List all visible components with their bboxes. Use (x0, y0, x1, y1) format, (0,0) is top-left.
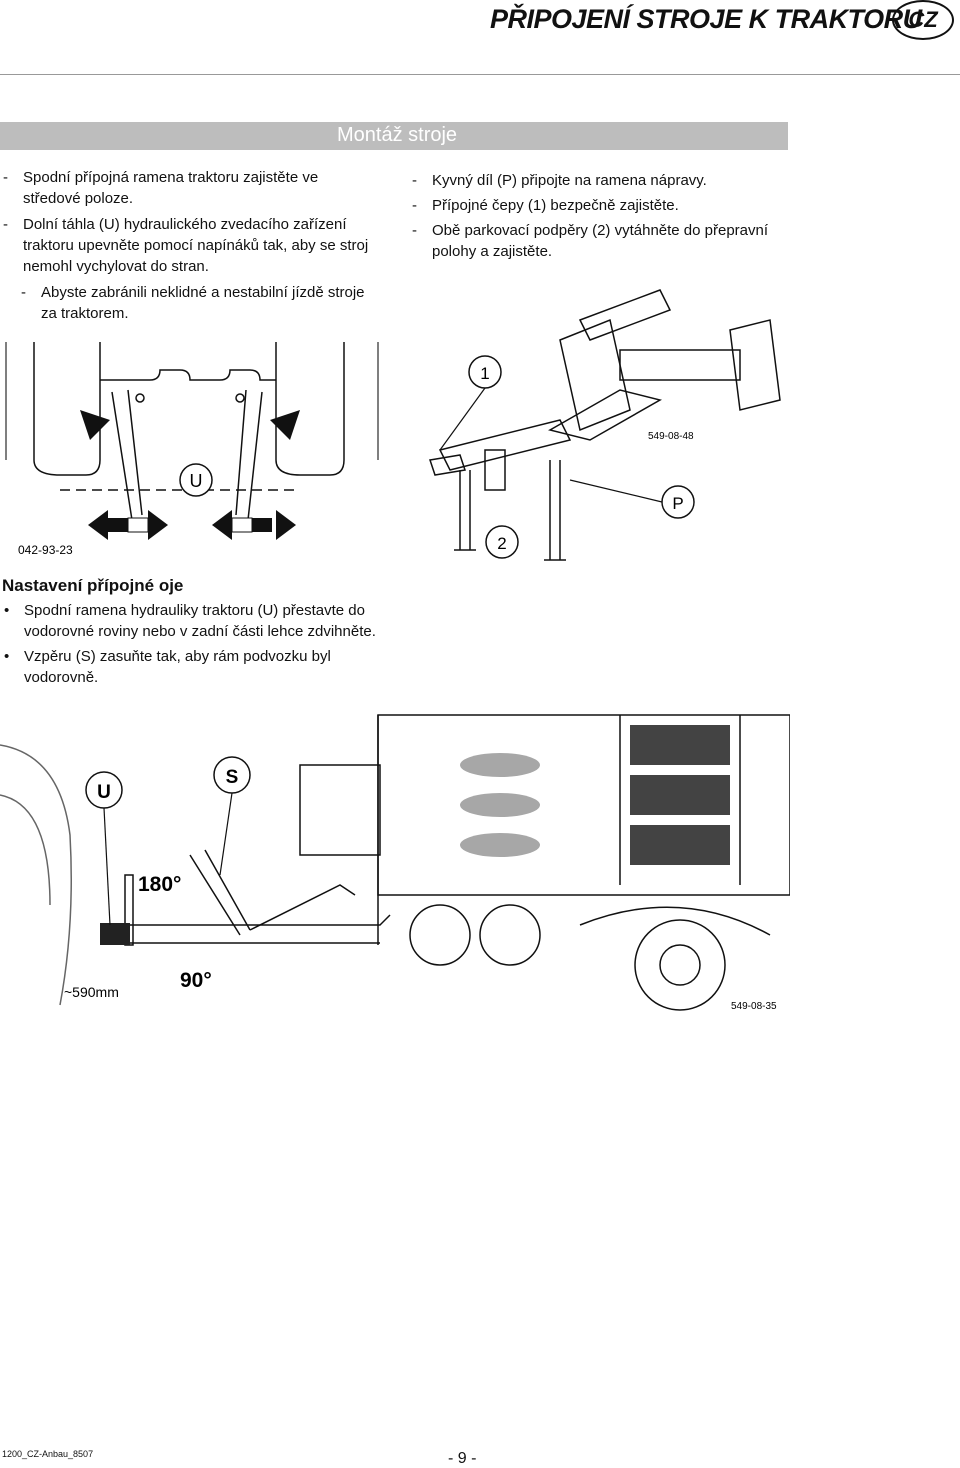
right-item: -Přípojné čepy (1) bezpečně zajistěte. (412, 197, 679, 214)
bullet-list: •Spodní ramena hydrauliky traktoru (U) p… (2, 600, 380, 692)
label-u: U (97, 782, 111, 803)
distance-label: ~590mm (64, 984, 119, 1000)
figure-machine-side-view: U S 180° 90° ~590mm 549-08-35 (0, 714, 790, 1012)
right-instructions: -Kyvný díl (P) připojte na ramena náprav… (412, 170, 790, 267)
figure-code: 042-93-23 (18, 543, 73, 557)
figure-tractor-links: U 042-93-23 (5, 342, 379, 557)
header-divider (0, 74, 960, 75)
angle-180: 180° (138, 873, 181, 896)
page-header-title: PŘIPOJENÍ STROJE K TRAKTORU (490, 4, 922, 34)
label-s: S (226, 767, 239, 788)
label-u: U (190, 471, 203, 491)
bullet-item: •Spodní ramena hydrauliky traktoru (U) p… (4, 602, 376, 640)
section-title: Montáž stroje (337, 124, 458, 146)
angle-90: 90° (180, 969, 212, 992)
right-item: -Kyvný díl (P) připojte na ramena náprav… (412, 172, 707, 189)
language-badge: CZ (892, 0, 954, 40)
left-item: -Abyste zabránili neklidné a nestabilní … (21, 284, 365, 322)
figure-code: 549-08-48 (648, 431, 694, 442)
figure-code: 549-08-35 (731, 1001, 777, 1012)
page-number: - 9 - (448, 1450, 477, 1467)
right-item: -Obě parkovací podpěry (2) vytáhněte do … (412, 222, 769, 260)
figure-drawbar-hitch: 1 2 P 549-08-48 (429, 289, 781, 561)
doc-id: 1200_CZ-Anbau_8507 (2, 1449, 94, 1459)
left-instructions: -Spodní přípojná ramena traktoru zajistě… (3, 167, 379, 329)
label-2: 2 (497, 534, 506, 553)
label-1: 1 (480, 364, 489, 383)
bullet-item: •Vzpěru (S) zasuňte tak, aby rám podvozk… (4, 648, 331, 686)
section-title-bar (0, 122, 788, 150)
left-item: -Dolní táhla (U) hydraulického zvedacího… (3, 216, 369, 275)
label-p: P (672, 494, 683, 513)
left-item: -Spodní přípojná ramena traktoru zajistě… (3, 169, 319, 207)
subheading: Nastavení přípojné oje (2, 576, 184, 595)
